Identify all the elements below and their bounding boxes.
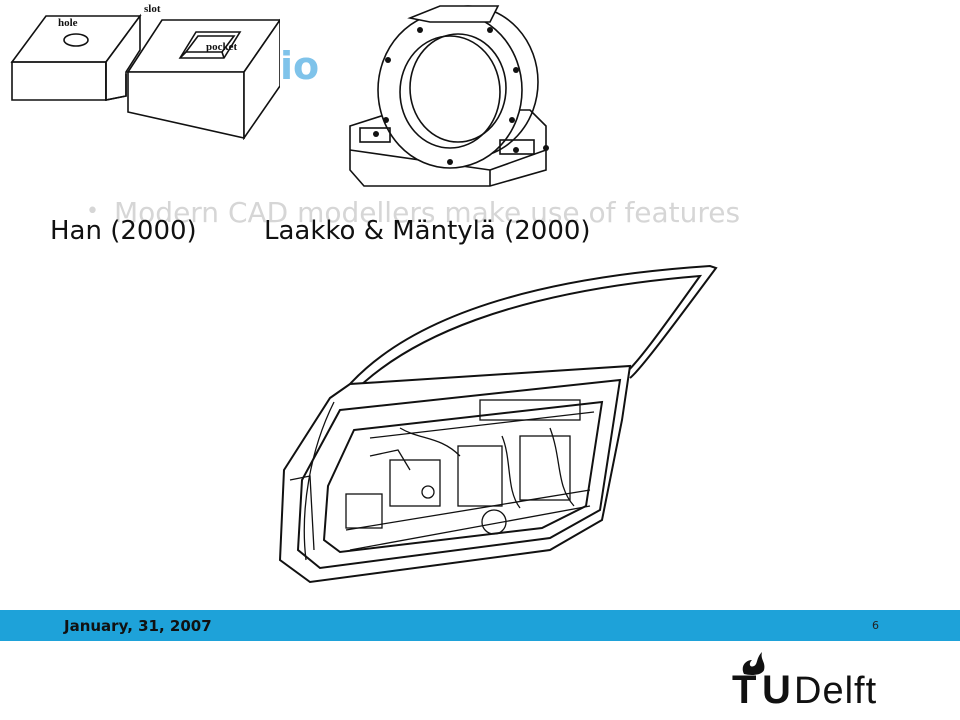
logo-letter-t: T	[732, 668, 757, 712]
faded-bullet: • Modern CAD modellers make use of featur…	[86, 196, 740, 229]
footer-bar	[0, 610, 960, 641]
car-door-figure	[250, 260, 730, 590]
bearing-housing-figure	[340, 0, 562, 196]
logo-word-delft: Delft	[794, 670, 878, 712]
label-pocket: pocket	[206, 41, 238, 53]
bullet-text: Modern CAD modellers make use of feature…	[114, 196, 741, 229]
bearing-housing-drawing	[349, 5, 549, 187]
flame-icon	[742, 652, 765, 675]
slide-title: io	[280, 44, 320, 88]
footer-date: January, 31, 2007	[64, 617, 212, 635]
caption-han: Han (2000)	[50, 216, 197, 246]
feature-block-figure: hole slot pocket	[8, 0, 280, 140]
bullet-dot: •	[86, 199, 99, 224]
tu-delft-logo: T U Delft	[732, 650, 892, 712]
label-hole: hole	[58, 17, 78, 29]
car-door-drawing	[278, 264, 718, 584]
feature-block-drawing: hole slot pocket	[10, 3, 280, 140]
caption-laakko-mantyla: Laakko & Mäntylä (2000)	[264, 216, 591, 246]
logo-letter-u: U	[762, 668, 791, 712]
page-number: 6	[872, 619, 879, 632]
label-slot: slot	[144, 3, 161, 15]
